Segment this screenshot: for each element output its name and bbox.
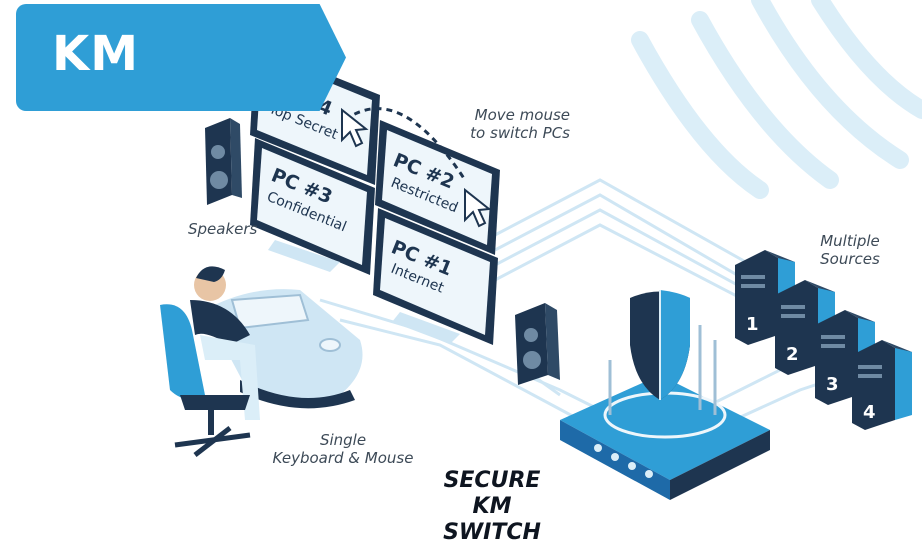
cursor-icon (341, 107, 369, 148)
single-kb-mouse-line1: Single (319, 431, 367, 449)
server-1-label: 1 (746, 314, 759, 335)
move-mouse-line2: to switch PCs (470, 124, 570, 142)
multiple-sources-line2: Sources (820, 250, 880, 268)
speakers-label: Speakers (188, 220, 258, 238)
shield-icon (630, 290, 690, 400)
server-3: 3 (815, 310, 875, 405)
multiple-sources-label: Multiple Sources (800, 232, 900, 268)
background-arcs (631, 0, 922, 199)
km-switch-diagram: PC #4 Top Secret PC #2 Restricted PC #3 … (16, 0, 922, 545)
mouse-icon (319, 338, 341, 352)
server-4: 4 (852, 340, 912, 430)
monitor-stands (268, 240, 460, 344)
server-4-label: 4 (863, 402, 876, 423)
secure-switch-title: SECURE KM SWITCH (432, 468, 552, 546)
secure-switch-line2: KM SWITCH (443, 494, 541, 545)
monitor-pc1: PC #1 Internet (373, 208, 498, 345)
cursor-icon (464, 187, 492, 228)
move-mouse-label: Move mouse to switch PCs (420, 106, 570, 142)
move-mouse-line1: Move mouse (474, 106, 570, 124)
secure-switch (560, 325, 770, 500)
secure-switch-line1: SECURE (443, 468, 541, 493)
move-arrow (344, 107, 467, 181)
single-kb-mouse-line2: Keyboard & Mouse (272, 449, 414, 467)
server-rack: 1 2 3 4 (735, 250, 912, 430)
server-2-label: 2 (786, 344, 799, 365)
single-kb-mouse-label: Single Keyboard & Mouse (258, 431, 428, 467)
km-badge-label: KM (52, 26, 139, 82)
multiple-sources-line1: Multiple (820, 232, 880, 250)
speaker-icon (515, 303, 560, 385)
monitor-pc3: PC #3 Confidential (250, 138, 375, 275)
km-badge (16, 4, 346, 111)
chair (160, 304, 251, 457)
speaker-icon (205, 118, 242, 205)
server-3-label: 3 (826, 374, 839, 395)
